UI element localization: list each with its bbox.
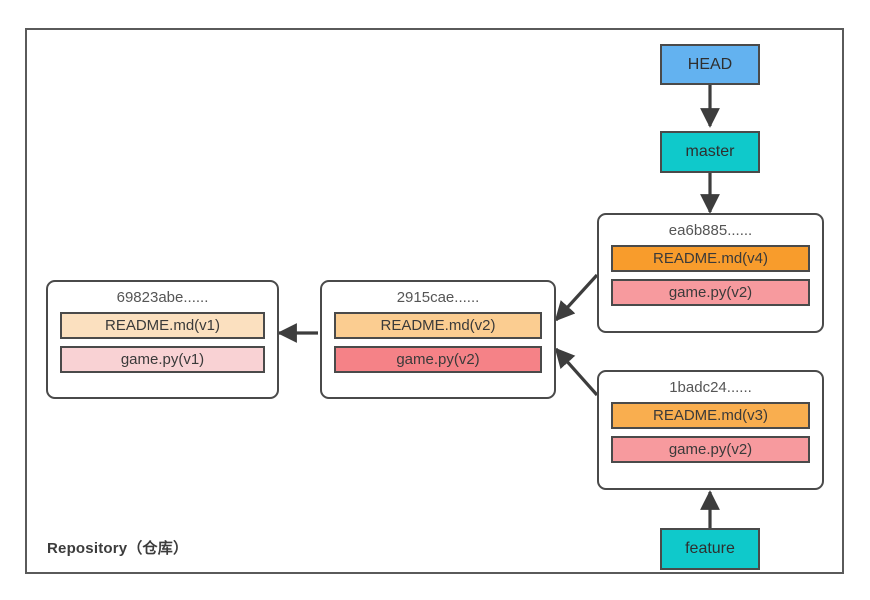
- commit-1badc24[interactable]: 1badc24...... README.md(v3) game.py(v2): [597, 370, 824, 490]
- commit-2915cae[interactable]: 2915cae...... README.md(v2) game.py(v2): [320, 280, 556, 399]
- commit-hash-ea6b885: ea6b885......: [668, 222, 753, 239]
- file-chip-game[interactable]: game.py(v2): [611, 279, 810, 306]
- ref-label-feature: feature: [685, 540, 735, 557]
- commit-69823abe[interactable]: 69823abe...... README.md(v1) game.py(v1): [46, 280, 279, 399]
- repository-label: Repository（仓库）: [47, 540, 189, 557]
- file-chip-readme[interactable]: README.md(v3): [611, 402, 810, 429]
- commit-ea6b885[interactable]: ea6b885...... README.md(v4) game.py(v2): [597, 213, 824, 333]
- ref-box-feature[interactable]: feature: [660, 528, 760, 570]
- file-chip-readme[interactable]: README.md(v4): [611, 245, 810, 272]
- repository-frame: [25, 28, 844, 574]
- file-chip-readme[interactable]: README.md(v1): [60, 312, 265, 339]
- ref-label-head: HEAD: [687, 55, 733, 73]
- file-chip-game[interactable]: game.py(v2): [611, 436, 810, 463]
- commit-hash-2915cae: 2915cae......: [396, 289, 480, 306]
- file-chip-readme[interactable]: README.md(v2): [334, 312, 542, 339]
- commit-hash-69823abe: 69823abe......: [116, 289, 209, 306]
- commit-hash-1badc24: 1badc24......: [669, 379, 752, 396]
- file-chip-game[interactable]: game.py(v2): [334, 346, 542, 373]
- ref-box-head[interactable]: HEAD: [660, 44, 760, 85]
- file-chip-game[interactable]: game.py(v1): [60, 346, 265, 373]
- ref-label-master: master: [685, 143, 735, 160]
- ref-box-master[interactable]: master: [660, 131, 760, 173]
